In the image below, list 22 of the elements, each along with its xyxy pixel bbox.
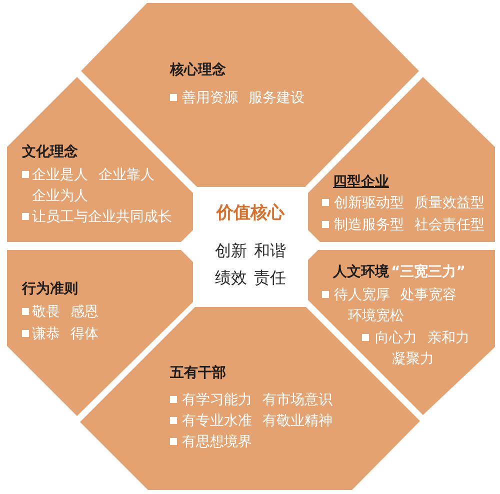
heading: 行为准则 [22, 280, 78, 298]
heading: 四型企业 [333, 172, 389, 192]
core-heading: 价值核心 [215, 202, 286, 225]
heading: 人文环境 [333, 262, 389, 282]
heading: 五有干部 [170, 364, 226, 382]
list-item: 有思想境界 [182, 432, 253, 452]
list-item: 谦恭 得体 [32, 324, 100, 344]
list-item: 向心力 亲和力凝聚力 [375, 328, 470, 368]
list-item: 有学习能力 有市场意识 [182, 390, 334, 410]
list-item: 有专业水准 有敬业精神 [182, 412, 334, 430]
list-item: 让员工与企业共同成长 [32, 208, 173, 226]
heading: 核心理念 [170, 60, 226, 80]
heading: 文化理念 [22, 142, 78, 162]
list-item: 善用资源 服务建设 [182, 88, 306, 108]
list-item: 企业是人 企业靠人企业为人 [32, 166, 156, 206]
list-item: 制造服务型 社会责任型 [334, 216, 486, 234]
list-item: 创新驱动型 质量效益型 [334, 194, 486, 212]
quoted-subheading: “三宽三力” [391, 262, 466, 282]
core-values: 创新 和谐 [214, 240, 288, 262]
list-item: 敬畏 感恩 [32, 302, 100, 322]
core-values: 绩效 责任 [214, 266, 288, 288]
list-item: 待人宽厚 处事宽容环境宽松 [334, 286, 458, 326]
